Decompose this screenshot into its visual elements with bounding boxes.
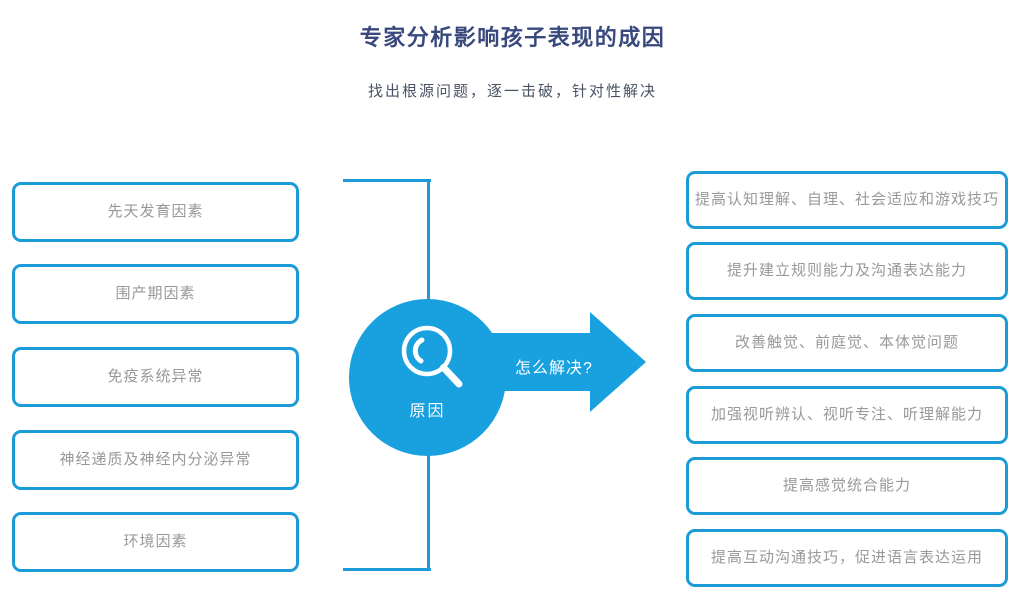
cause-box: 先天发育因素: [12, 182, 299, 242]
arrow-question-label: 怎么解决?: [515, 360, 593, 377]
solution-arrow: [488, 312, 646, 412]
solution-label: 提高认知理解、自理、社会适应和游戏技巧: [694, 191, 999, 208]
solution-box: 提高互动沟通技巧，促进语言表达运用: [686, 529, 1008, 587]
cause-circle-label: 原因: [409, 403, 446, 420]
solution-label: 加强视听辨认、视听专注、听理解能力: [710, 406, 983, 423]
solution-label: 提高感觉统合能力: [782, 477, 911, 494]
cause-box: 免疫系统异常: [12, 347, 299, 407]
cause-box: 环境因素: [12, 512, 299, 572]
solution-box: 加强视听辨认、视听专注、听理解能力: [686, 386, 1008, 444]
solution-box: 提高感觉统合能力: [686, 457, 1008, 515]
solution-label: 改善触觉、前庭觉、本体觉问题: [734, 334, 959, 351]
cause-label: 环境因素: [123, 533, 188, 550]
cause-label: 神经递质及神经内分泌异常: [59, 451, 252, 468]
cause-label: 免疫系统异常: [107, 368, 204, 385]
solution-box: 提升建立规则能力及沟通表达能力: [686, 242, 1008, 300]
cause-box: 神经递质及神经内分泌异常: [12, 430, 299, 490]
page-title: 专家分析影响孩子表现的成因: [359, 25, 666, 50]
bracket-bottom-line: [343, 568, 431, 571]
cause-label: 围产期因素: [115, 285, 196, 302]
solution-box: 改善触觉、前庭觉、本体觉问题: [686, 314, 1008, 372]
magnifier-icon: [401, 325, 463, 388]
solution-label: 提升建立规则能力及沟通表达能力: [726, 262, 967, 279]
solution-box: 提高认知理解、自理、社会适应和游戏技巧: [686, 171, 1008, 229]
solution-label: 提高互动沟通技巧，促进语言表达运用: [710, 549, 983, 566]
cause-label: 先天发育因素: [107, 203, 204, 220]
page-subtitle: 找出根源问题，逐一击破，针对性解决: [367, 83, 657, 100]
cause-box: 围产期因素: [12, 264, 299, 324]
cause-circle: [349, 299, 506, 456]
bracket-top-line: [343, 179, 431, 182]
